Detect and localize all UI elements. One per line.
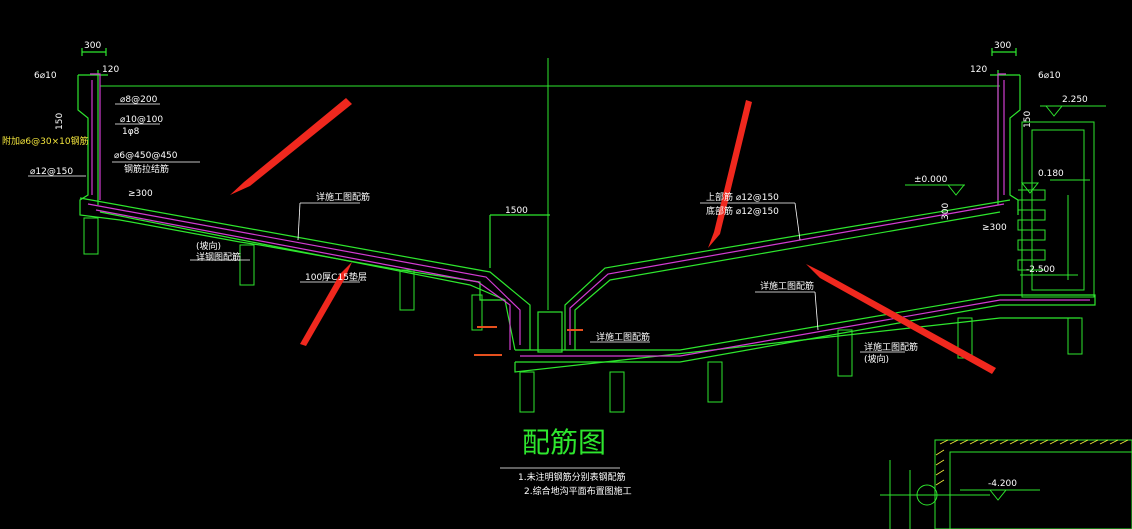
dim-left-120: 120 — [102, 65, 119, 75]
elevation-neg2500: -2.500 — [1026, 265, 1055, 275]
right-slope-slab — [564, 199, 1011, 350]
left-wall-rebar — [90, 73, 101, 200]
note-phi8-200: ⌀8@200 — [120, 95, 158, 105]
note-right-slope: 详施工图配筋 — [760, 280, 814, 292]
dim-right-120: 120 — [970, 65, 987, 75]
dim-center-1500: 1500 — [505, 206, 528, 216]
note-left-under: 100厚C15垫层 — [305, 271, 367, 283]
dim-left-150: 150 — [55, 113, 65, 130]
note-right-bottom-1: 详施工图配筋 — [864, 341, 918, 353]
elevation-0180: 0.180 — [1038, 169, 1064, 179]
right-slope-rebar — [569, 203, 1005, 345]
note-left-bottom-1: (坡向) — [196, 240, 221, 252]
right-wall — [990, 48, 1021, 215]
left-wall — [77, 48, 121, 221]
elevation-2250: 2.250 — [1062, 95, 1088, 105]
dim-right-gap: ≥300 — [982, 223, 1007, 233]
right-wall-rebar — [997, 73, 1006, 200]
drawing-note-1: 1.未注明钢筋分别表钢配筋 — [518, 471, 626, 483]
note-yellow-rebar: 附加⌀6@30×10钢筋 — [2, 135, 89, 147]
hatch-pattern — [935, 439, 1129, 486]
elevation-0000: ±0.000 — [914, 175, 948, 185]
note-left-bottom-2: 详钢图配筋 — [196, 251, 241, 263]
note-right-bottom-2: (坡向) — [864, 353, 889, 365]
red-arrow-1 — [230, 98, 352, 195]
note-bottom-bar: 底部筋 ⌀12@150 — [706, 205, 779, 217]
left-slope-rebar — [87, 203, 521, 350]
orange-marks — [474, 326, 583, 356]
leader-lines — [28, 103, 905, 469]
note-phi6-450: ⌀6@450@450 — [114, 151, 178, 161]
right-lower-rebar — [520, 299, 1090, 357]
right-lower-slab — [514, 294, 1096, 373]
drawing-title: 配筋图 — [522, 426, 606, 459]
red-arrow-4 — [806, 264, 996, 374]
note-center-bottom: 详施工图配筋 — [596, 331, 650, 343]
right-stairs — [1017, 121, 1095, 298]
note-phi10-100: ⌀10@100 — [120, 115, 163, 125]
elevation-markers — [905, 105, 1106, 276]
red-arrows — [230, 98, 996, 374]
red-arrow-2 — [300, 262, 352, 346]
note-6phi10-right: 6⌀10 — [1038, 71, 1061, 81]
note-phi10-100-sub: 1φ8 — [122, 127, 140, 137]
dim-right-150: 150 — [1023, 111, 1033, 128]
note-6phi10-left: 6⌀10 — [34, 71, 57, 81]
center-sump — [489, 214, 563, 353]
drawing-note-2: 2.综合地沟平面布置图施工 — [524, 485, 632, 497]
elevation-neg4200: -4.200 — [988, 479, 1017, 489]
bottom-right-detail — [880, 439, 1132, 529]
red-arrow-3 — [708, 100, 752, 248]
left-piles — [83, 217, 415, 311]
dim-top-right-300: 300 — [994, 41, 1011, 51]
note-phi12-150: ⌀12@150 — [30, 167, 73, 177]
dim-left-gap: ≥300 — [128, 189, 153, 199]
bottom-piles — [471, 294, 1083, 413]
note-left-slope: 详施工图配筋 — [316, 191, 370, 203]
dim-right-wall: 300 — [941, 203, 951, 220]
note-phi6-sub: 钢筋拉结筋 — [124, 163, 169, 175]
note-top-bar: 上部筋 ⌀12@150 — [706, 191, 779, 203]
dim-top-left-300: 300 — [84, 41, 101, 51]
